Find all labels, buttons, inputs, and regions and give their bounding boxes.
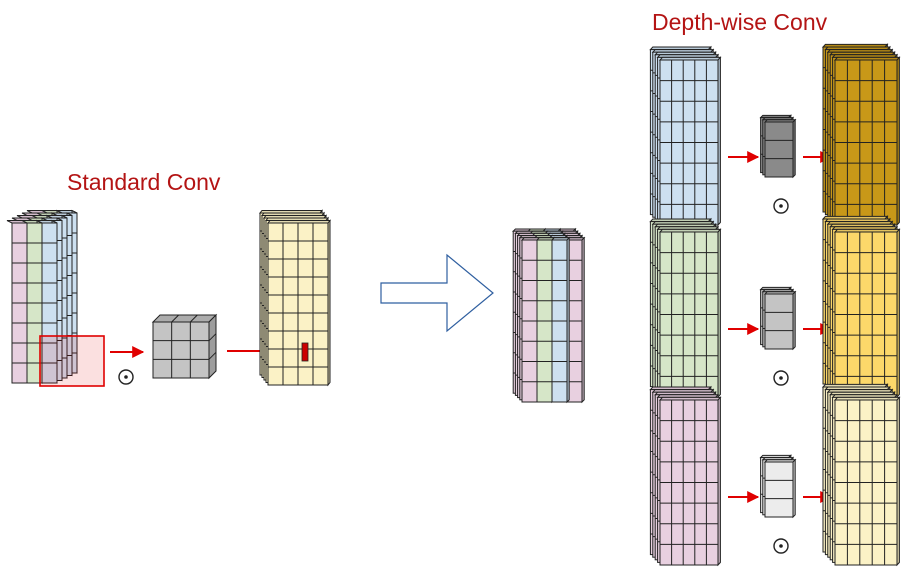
- odot-icon: [773, 198, 789, 214]
- slab-grid: [42, 242, 57, 364]
- slab-grid: [835, 232, 897, 397]
- depthwise-conv-title: Depth-wise Conv: [652, 9, 828, 35]
- depthwise-branches: [649, 43, 901, 567]
- odot-icon: [773, 370, 789, 386]
- slab-grid: [660, 232, 718, 397]
- depthwise-input-volume: [511, 227, 586, 404]
- slab-grid: [27, 242, 42, 364]
- cube-front-face: [152, 321, 210, 379]
- slab-grid: [765, 139, 793, 160]
- receptive-field-highlight: [39, 335, 105, 387]
- cube-side-face: [208, 313, 217, 380]
- standard-output-map: [258, 209, 332, 387]
- slab-grid: [268, 223, 328, 385]
- cube-top-face: [151, 314, 218, 323]
- odot-icon: [773, 538, 789, 554]
- depthwise-branch: [649, 43, 901, 227]
- slab-grid: [660, 60, 718, 225]
- output-pixel-highlight: [301, 342, 309, 362]
- standard-kernel: [151, 313, 218, 380]
- slab-front-face: [764, 121, 794, 178]
- slab-grid: [765, 479, 793, 500]
- block-arrow-icon: [380, 253, 494, 333]
- slab-grid: [537, 259, 552, 383]
- slab-grid: [765, 311, 793, 332]
- slab-grid: [835, 60, 897, 225]
- odot-icon: [118, 369, 134, 385]
- slab-grid: [835, 400, 897, 565]
- depthwise-branch: [649, 215, 901, 399]
- cube-grid: [153, 314, 217, 378]
- slab-front-face: [764, 461, 794, 518]
- depthwise-branch: [649, 383, 901, 567]
- standard-conv-title: Standard Conv: [67, 169, 221, 195]
- slab-grid: [552, 259, 567, 383]
- slab-grid: [660, 400, 718, 565]
- slab-front-face: [764, 293, 794, 350]
